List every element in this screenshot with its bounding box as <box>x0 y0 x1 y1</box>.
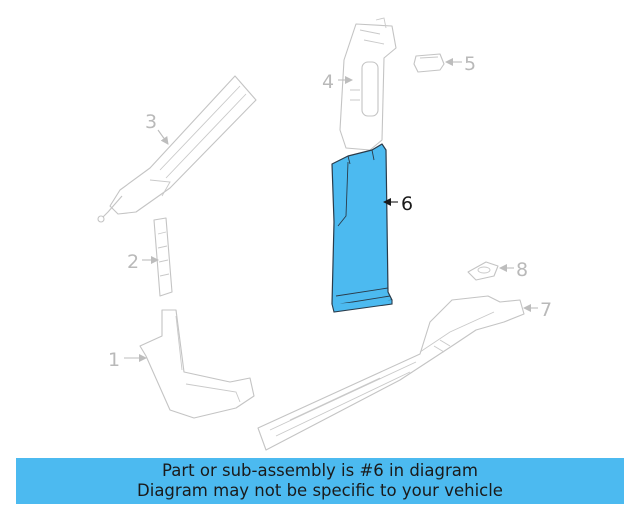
info-banner: Part or sub-assembly is #6 in diagram Di… <box>16 458 624 504</box>
callout-1: 1 <box>108 349 120 371</box>
callout-6: 6 <box>401 193 413 215</box>
part-8-clip <box>467 261 499 281</box>
part-5-clip <box>413 53 445 73</box>
callout-4: 4 <box>322 71 334 93</box>
callout-leaders <box>124 58 538 362</box>
callout-5: 5 <box>464 53 476 75</box>
callout-7: 7 <box>540 299 552 321</box>
parts-diagram: 1 2 3 4 5 6 7 8 <box>97 17 552 451</box>
part-4-upper-trim <box>339 17 397 151</box>
part-2-pillar-garnish <box>153 217 173 297</box>
part-6-highlighted-trim <box>331 143 393 313</box>
part-7-scuff-plate <box>257 295 525 451</box>
banner-line-2: Diagram may not be specific to your vehi… <box>137 481 503 500</box>
part-1-lower-trim <box>139 309 255 419</box>
part-3-a-pillar-trim <box>97 75 257 223</box>
callout-8: 8 <box>516 259 528 281</box>
callout-3: 3 <box>145 111 157 133</box>
callout-2: 2 <box>127 251 139 273</box>
callout-numbers: 1 2 3 4 5 6 7 8 <box>108 53 552 371</box>
banner-line-1: Part or sub-assembly is #6 in diagram <box>162 461 478 480</box>
leader-3 <box>157 129 169 145</box>
